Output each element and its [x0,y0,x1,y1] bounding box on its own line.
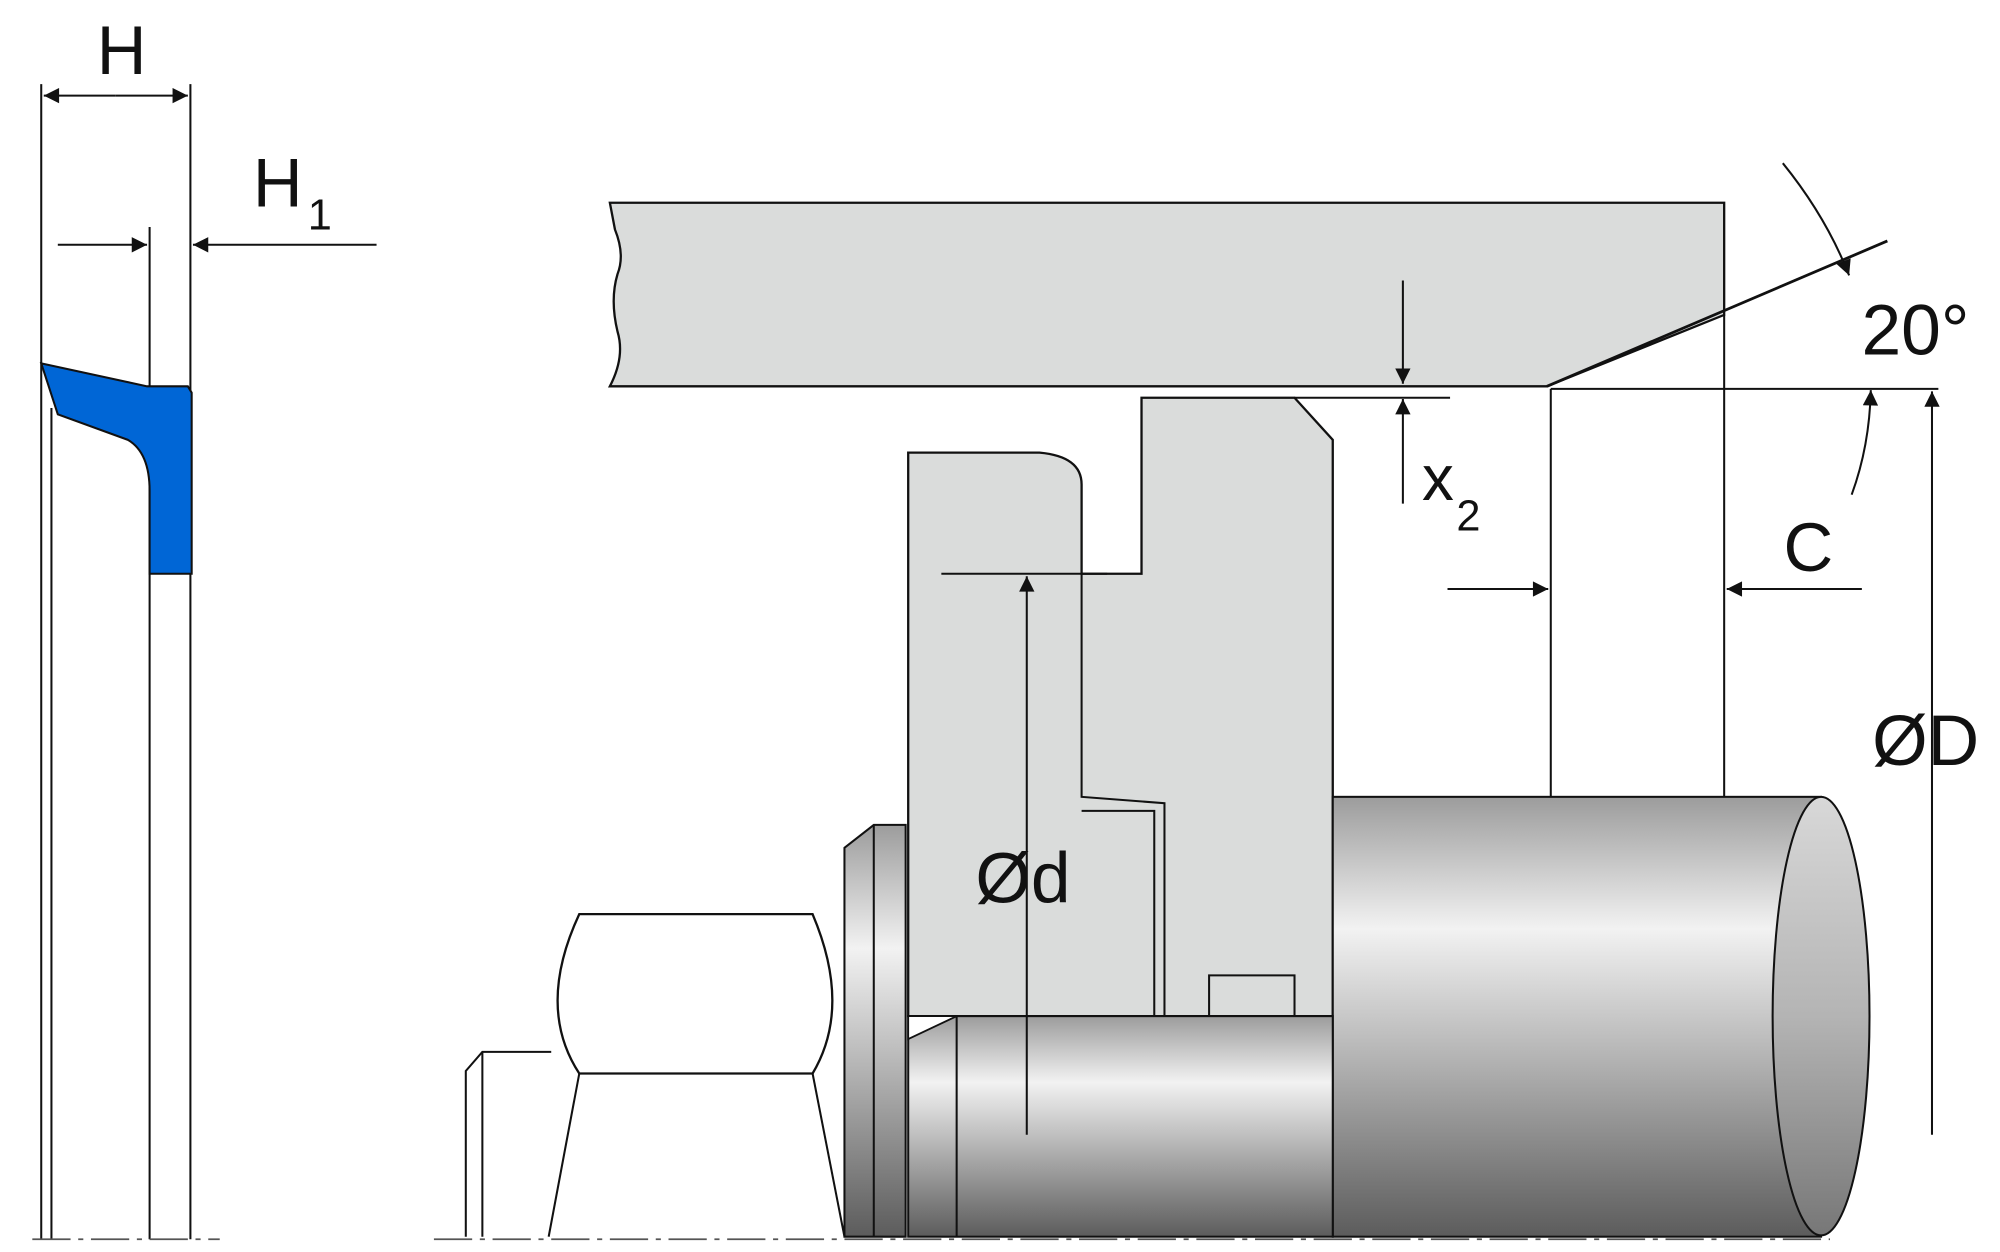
piston-rod [464,795,1871,1238]
wiper-seal [907,396,1451,1018]
label-H: H [97,12,147,89]
flange [843,823,907,1238]
dimensions: x2 C 20° Ød ØD [941,162,1979,1135]
label-D: ØD [1872,701,1979,781]
label-x2: x2 [1422,442,1481,541]
label-d: Ød [975,839,1070,919]
housing [607,201,1939,797]
nut [556,912,834,1075]
seal-cross-section [39,361,193,575]
label-C: C [1783,509,1833,586]
label-angle: 20° [1861,290,1969,370]
